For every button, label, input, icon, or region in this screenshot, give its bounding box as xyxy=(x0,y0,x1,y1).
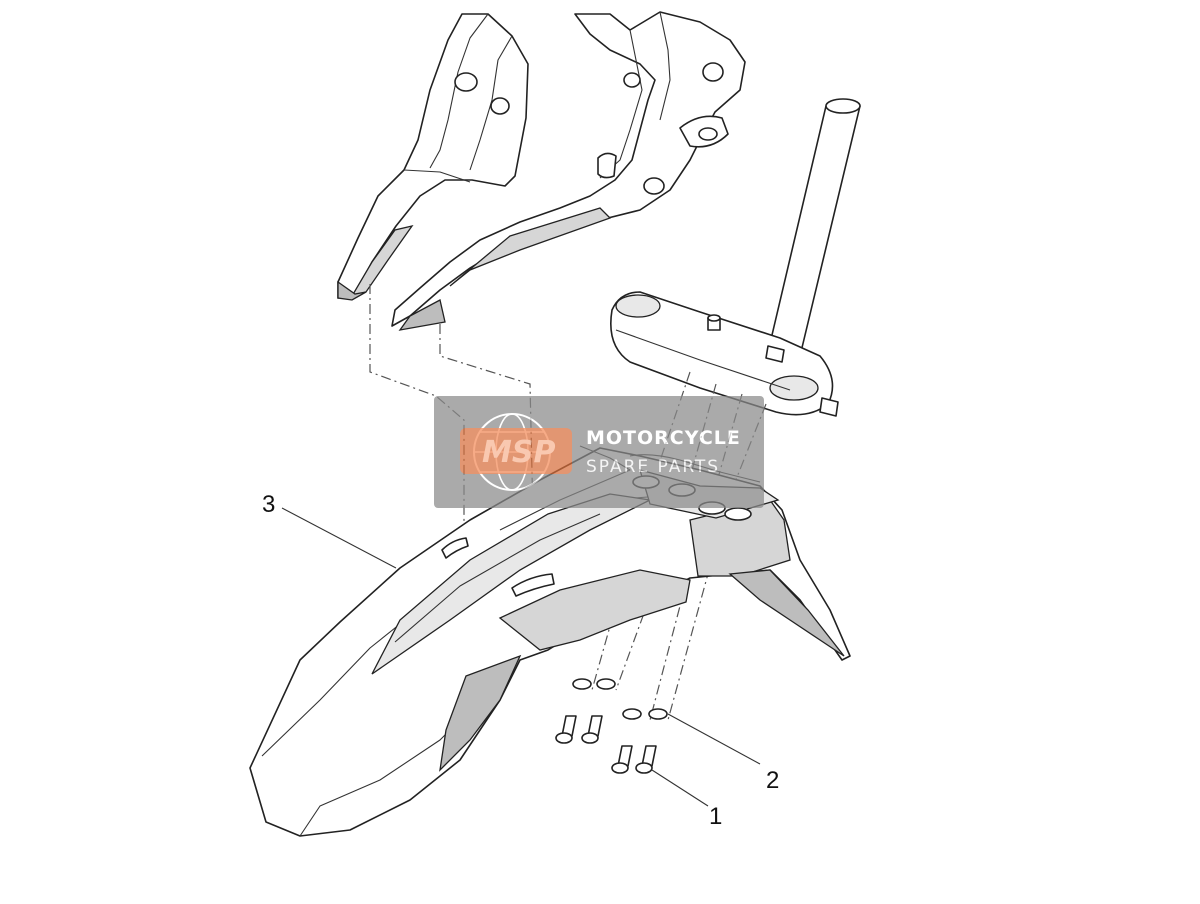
callout-3: 3 xyxy=(262,491,275,518)
leader-lines xyxy=(281,507,761,807)
watermark-line1: MOTORCYCLE xyxy=(586,427,741,449)
steering-stem-triple-clamp xyxy=(610,98,861,417)
washers xyxy=(572,678,668,720)
watermark-line2: SPARE PARTS xyxy=(586,457,720,477)
watermark: MSP MOTORCYCLE SPARE PARTS xyxy=(434,396,764,508)
callout-2: 2 xyxy=(766,767,779,794)
screws xyxy=(555,715,657,774)
watermark-logo-badge xyxy=(460,428,572,474)
watermark-logo: MSP xyxy=(482,435,555,470)
callout-1: 1 xyxy=(709,803,722,830)
watermark-box xyxy=(434,396,764,508)
left-fairing-bracket xyxy=(337,13,529,301)
right-fairing-bracket xyxy=(391,11,746,331)
